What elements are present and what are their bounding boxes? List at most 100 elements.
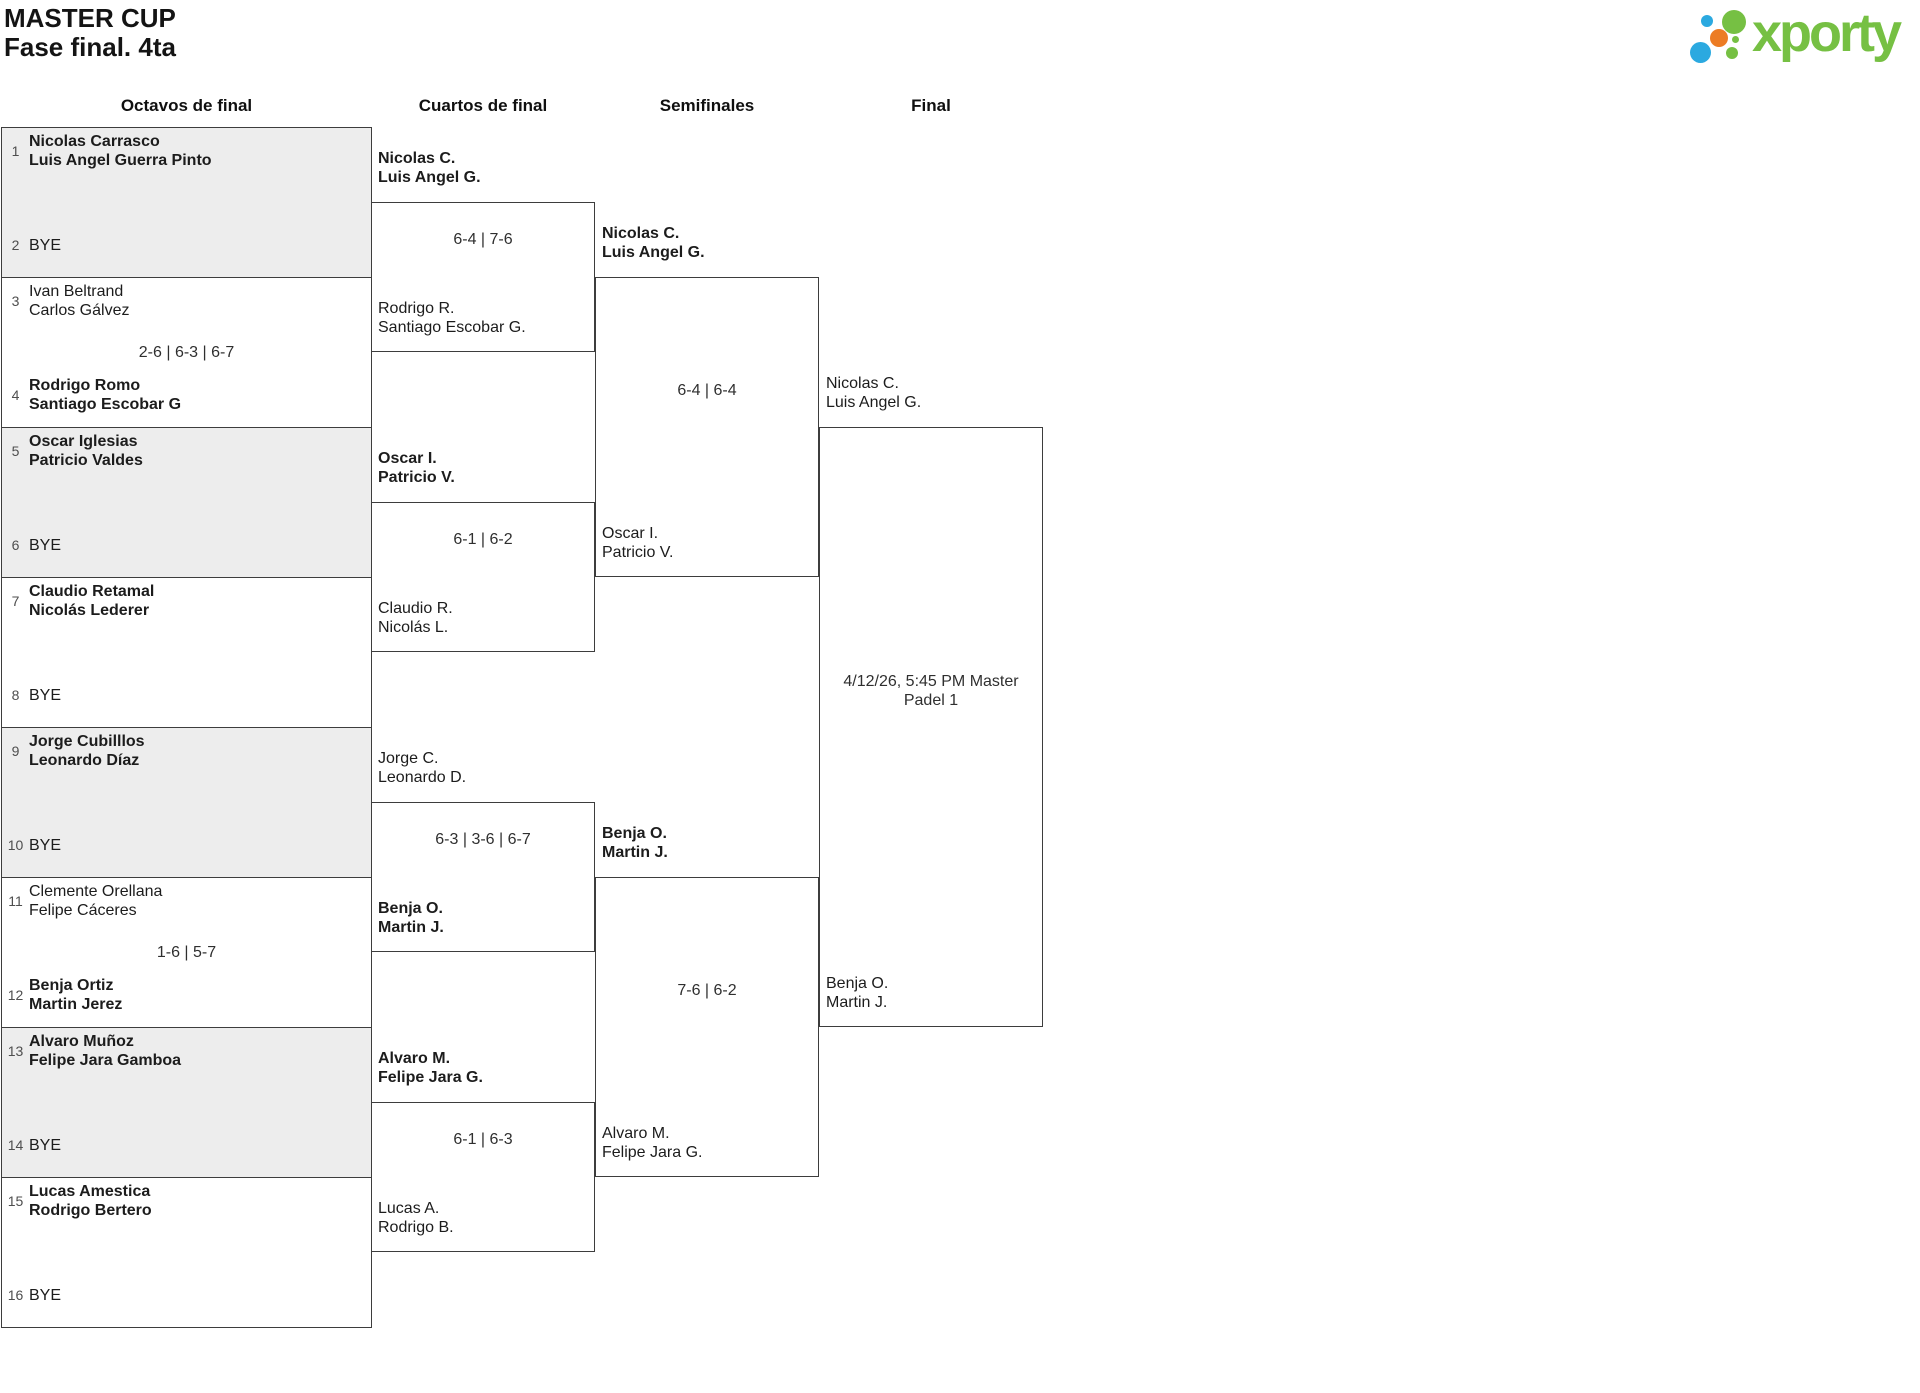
team-name: Claudio R. [378, 600, 453, 617]
team-name: Claudio Retamal [29, 583, 155, 600]
logo-dot-icon [1690, 42, 1711, 63]
team-name: Felipe Cáceres [29, 902, 137, 919]
xporty-logo[interactable]: xporty [1690, 0, 1920, 75]
team-name: Oscar I. [378, 450, 437, 467]
match-score: 2-6 | 6-3 | 6-7 [138, 344, 235, 361]
seed-number: 15 [7, 1193, 24, 1209]
match-box-semifinal-1[interactable] [595, 277, 819, 577]
team-name: Santiago Escobar G. [378, 319, 526, 336]
team-slot: Benja O.Martin J. [378, 899, 444, 937]
match-score: 6-3 | 3-6 | 6-7 [435, 831, 531, 848]
team-name: BYE [29, 836, 62, 854]
team-slot: Alvaro M. Felipe Jara G. [378, 1049, 483, 1087]
round-header-final: Final [911, 96, 951, 115]
team-slot: Oscar I.Patricio V. [602, 524, 673, 562]
match-box-cuartos-2[interactable] [371, 502, 595, 652]
team-name: Nicolas C. [826, 375, 899, 392]
team-slot: 14 BYE [2, 1126, 371, 1164]
seed-number: 8 [11, 687, 20, 703]
team-name: Martin Jerez [29, 996, 123, 1013]
team-name: Santiago Escobar G [29, 396, 182, 413]
team-slot: Benja O.Martin J. [602, 824, 668, 862]
round-header-octavos: Octavos de final [120, 96, 253, 115]
match-score: 6-1 | 6-3 [453, 1131, 513, 1148]
logo-dot-icon [1726, 47, 1738, 59]
team-name: Lucas A. [378, 1200, 440, 1217]
logo-dot-icon [1722, 10, 1746, 34]
logo-wordmark: xporty [1752, 3, 1902, 63]
seed-number: 10 [7, 837, 24, 853]
seed-number: 11 [8, 893, 23, 909]
seed-number: 7 [11, 593, 20, 609]
match-score: 1-6 | 5-7 [156, 944, 217, 961]
team-name: Alvaro M. [378, 1050, 451, 1067]
team-name: Luis Angel Guerra Pinto [29, 152, 212, 169]
match-schedule: 4/12/26, 5:45 PM Master Padel 1 [843, 673, 1019, 709]
seed-number: 5 [11, 443, 20, 459]
seed-number: 12 [7, 987, 24, 1003]
team-name: Nicolás L. [378, 619, 449, 636]
seed-number: 6 [11, 537, 20, 553]
phase-subtitle: Fase final. 4ta [4, 32, 176, 62]
page-title: MASTER CUP Fase final. 4ta [4, 4, 176, 62]
team-name: BYE [29, 686, 62, 704]
team-name: Clemente Orellana [29, 883, 163, 900]
match-score: 7-6 | 6-2 [677, 982, 737, 999]
team-name: Nicolas C. [378, 150, 456, 167]
team-slot: 6 BYE [2, 526, 371, 564]
team-name: Felipe Jara G. [602, 1144, 703, 1161]
team-name: Rodrigo B. [378, 1219, 454, 1236]
team-name: Martin J. [826, 994, 888, 1011]
logo-dot-icon [1710, 29, 1728, 47]
logo-dot-icon [1701, 15, 1713, 27]
match-box-cuartos-1[interactable] [371, 202, 595, 352]
team-name: Luis Angel G. [378, 169, 481, 186]
team-name: Rodrigo Romo [29, 377, 141, 394]
match-score: 6-1 | 6-2 [453, 531, 513, 548]
match-score: 6-4 | 6-4 [677, 382, 737, 399]
team-slot: 2 BYE [2, 226, 371, 264]
team-name: Ivan Beltrand [29, 283, 124, 300]
match-box-cuartos-3[interactable] [371, 802, 595, 952]
team-name: Nicolas Carrasco [29, 133, 160, 150]
seed-number: 14 [7, 1137, 24, 1153]
match-box-semifinal-2[interactable] [595, 877, 819, 1177]
team-slot: 10 BYE [2, 826, 371, 864]
team-name: Rodrigo Bertero [29, 1202, 152, 1219]
team-slot: 16 BYE [2, 1276, 371, 1314]
team-name: Jorge Cubilllos [29, 733, 145, 750]
team-name: BYE [29, 1286, 62, 1304]
team-slot: Oscar I. Patricio V. [378, 449, 455, 487]
seed-number: 1 [11, 143, 20, 159]
match-score: 6-4 | 7-6 [453, 231, 513, 248]
team-name: Alvaro M. [602, 1125, 670, 1142]
team-name: Felipe Jara G. [378, 1069, 483, 1086]
match-box-cuartos-4[interactable] [371, 1102, 595, 1252]
seed-number: 2 [11, 237, 20, 253]
team-slot: Claudio R. Nicolás L. [378, 599, 453, 637]
team-name: Patricio V. [378, 469, 455, 486]
team-slot: Nicolas C. Luis Angel G. [378, 149, 481, 187]
team-slot: Jorge C.Leonardo D. [378, 749, 466, 787]
team-name: Luis Angel G. [826, 394, 922, 411]
match-box-final[interactable] [819, 427, 1043, 1027]
team-name: Benja O. [826, 975, 889, 992]
team-name: Carlos Gálvez [29, 302, 130, 319]
